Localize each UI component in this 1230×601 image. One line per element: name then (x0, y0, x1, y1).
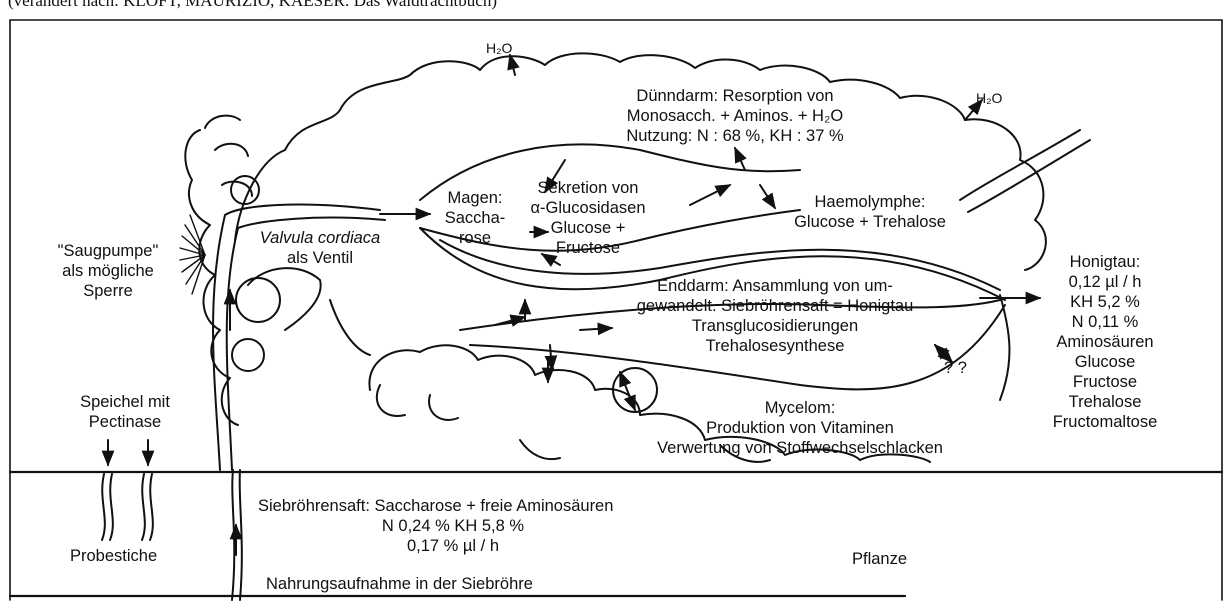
sekretion-line3: Glucose + (528, 218, 648, 238)
arrow-hindgut-3 (550, 345, 552, 370)
pflanze-label: Pflanze (852, 549, 907, 569)
mycelom-label: Mycelom: Produktion von Vitaminen Verwer… (620, 398, 980, 458)
siebroehrensaft-line1: Siebröhrensaft: Saccharose + freie Amino… (258, 496, 648, 516)
mycelom-line3: Verwertung von Stoffwechselschlacken (620, 438, 980, 458)
cornicle-2 (968, 140, 1090, 212)
water-top: H₂O (486, 40, 512, 56)
haemolymphe-line2: Glucose + Trehalose (790, 212, 950, 232)
cornicle (960, 130, 1080, 200)
stylet-2 (240, 470, 242, 600)
probestiche-label: Probestiche (70, 546, 157, 566)
valvula-line1: Valvula cordiaca (255, 228, 385, 248)
honigtau-title: Honigtau: (1040, 252, 1170, 272)
enddarm-line1: Enddarm: Ansammlung von um- (630, 276, 920, 296)
saugpumpe-fan (180, 215, 205, 294)
honigtau-item: Fructose (1040, 372, 1170, 392)
enddarm-label: Enddarm: Ansammlung von um- gewandelt. S… (630, 276, 920, 356)
saugpumpe-line1: "Saugpumpe" (50, 241, 166, 261)
valvula-line2: als Ventil (255, 248, 385, 268)
mycetom-bumps (377, 385, 458, 420)
valvula-label: Valvula cordiaca als Ventil (255, 228, 385, 268)
saugpumpe-line3: Sperre (50, 281, 166, 301)
magen-line3: rose (432, 228, 518, 248)
magen-label: Magen: Saccha- rose (432, 188, 518, 248)
nahrung-label: Nahrungsaufnahme in der Siebröhre (266, 574, 533, 594)
probe-stitch-2 (142, 474, 153, 540)
duenndarm-line1: Dünndarm: Resorption von (615, 86, 855, 106)
arrow-haemolymphe-down (760, 185, 775, 208)
sekretion-line1: Sekretion von (528, 178, 648, 198)
sekretion-line2: α-Glucosidasen (528, 198, 648, 218)
speichel-line2: Pectinase (60, 412, 190, 432)
stylet (232, 470, 234, 600)
duenndarm-line3: Nutzung: N : 68 %, KH : 37 % (615, 126, 855, 146)
honigtau-item: Fructomaltose (1040, 412, 1170, 432)
enddarm-line4: Trehalosesynthese (630, 336, 920, 356)
honigtau-item: Trehalose (1040, 392, 1170, 412)
h2o-arrow-top (510, 55, 515, 75)
haemolymphe-label: Haemolymphe: Glucose + Trehalose (790, 192, 950, 232)
siebroehrensaft-label: Siebröhrensaft: Saccharose + freie Amino… (258, 496, 648, 556)
antenna-segments (205, 116, 252, 196)
duenndarm-line2: Monosacch. + Aminos. + H₂O (615, 106, 855, 126)
enddarm-line2: gewandelt. Siebröhrensaft = Honigtau (630, 296, 920, 316)
enddarm-line3: Transglucosidierungen (630, 316, 920, 336)
honigtau-item: 0,12 µl / h (1040, 272, 1170, 292)
mycelom-line2: Produktion von Vitaminen (620, 418, 980, 438)
honigtau-item: N 0,11 % (1040, 312, 1170, 332)
pharynx-bump-2 (232, 339, 264, 371)
siebroehrensaft-line3: 0,17 % µl / h (258, 536, 648, 556)
questions-label: ? ? (944, 358, 967, 378)
honigtau-label: Honigtau: 0,12 µl / h KH 5,2 % N 0,11 % … (1040, 252, 1170, 432)
honigtau-item: Glucose (1040, 352, 1170, 372)
speichel-line1: Speichel mit (60, 392, 190, 412)
haemolymphe-line1: Haemolymphe: (790, 192, 950, 212)
saugpumpe-line2: als mögliche (50, 261, 166, 281)
speichel-label: Speichel mit Pectinase (60, 392, 190, 432)
arrow-to-haemolymphe (690, 185, 730, 205)
water-right: H₂O (976, 90, 1002, 106)
duenndarm-label: Dünndarm: Resorption von Monosacch. + Am… (615, 86, 855, 146)
siebroehrensaft-line2: N 0,24 % KH 5,8 % (258, 516, 648, 536)
arrow-hindgut-1 (580, 328, 612, 330)
sekretion-line4: Fructose (528, 238, 648, 258)
mycelom-line1: Mycelom: (620, 398, 980, 418)
honigtau-item: KH 5,2 % (1040, 292, 1170, 312)
saugpumpe-label: "Saugpumpe" als mögliche Sperre (50, 241, 166, 301)
magen-line2: Saccha- (432, 208, 518, 228)
pharynx-bump (236, 278, 280, 322)
probe-stitch-1 (102, 474, 113, 540)
magen-line1: Magen: (432, 188, 518, 208)
arrow-resorption (735, 148, 745, 170)
honigtau-item: Aminosäuren (1040, 332, 1170, 352)
sekretion-label: Sekretion von α-Glucosidasen Glucose + F… (528, 178, 648, 258)
